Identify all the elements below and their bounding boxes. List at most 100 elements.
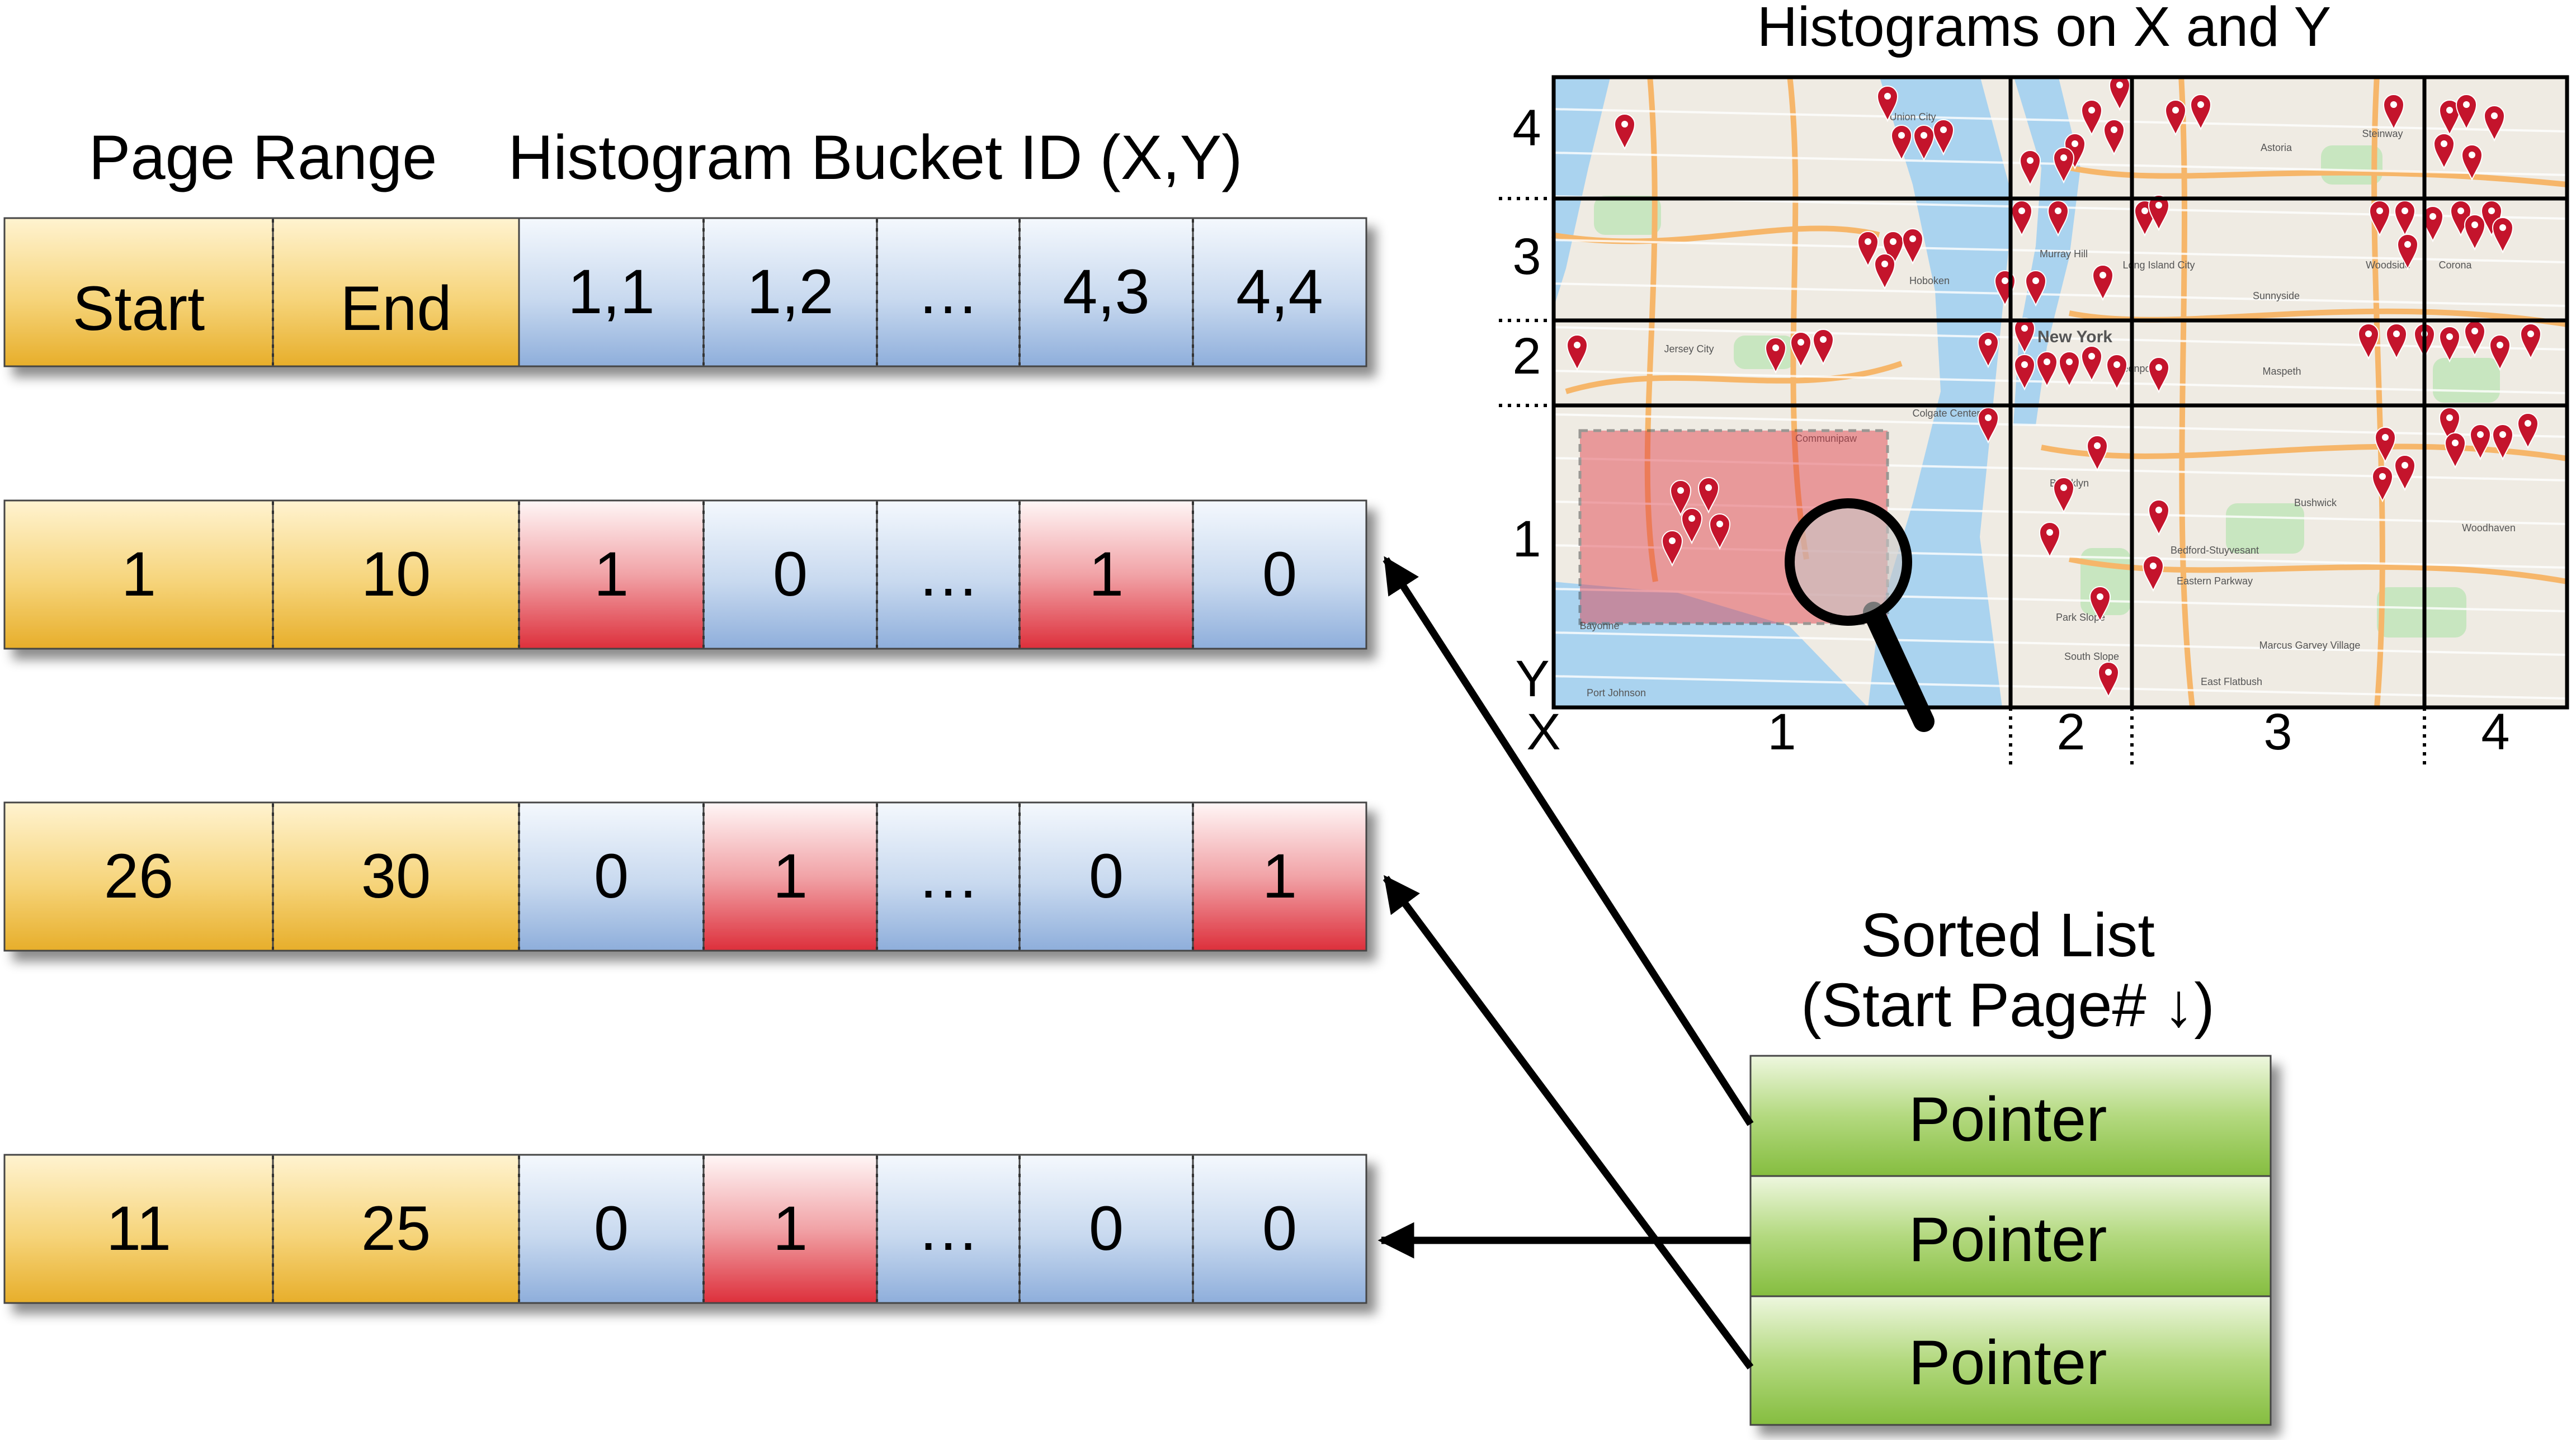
bucket-cell — [518, 1154, 705, 1304]
pointer-cell — [1749, 1295, 2272, 1426]
y-tick-label: 2 — [1512, 328, 1541, 385]
map-pin-icon — [2039, 522, 2061, 559]
map-street — [1551, 108, 2568, 133]
map-street — [1551, 631, 2568, 656]
end-cell — [272, 499, 520, 650]
bucket-value: 1 — [594, 539, 629, 609]
map-place-label: Hoboken — [1909, 275, 1950, 286]
end-page: 30 — [361, 841, 431, 911]
map-pin-icon — [2469, 424, 2492, 461]
map-pin-icon — [2086, 435, 2108, 472]
start-cell — [3, 801, 274, 952]
map-street — [1551, 588, 2568, 612]
end-cell — [272, 1154, 520, 1304]
bucket-label: 1,1 — [568, 257, 655, 327]
map-pin-icon — [2385, 323, 2408, 360]
map-park — [1734, 336, 1795, 369]
map-pin-icon — [2190, 94, 2212, 131]
bucket-value: … — [917, 1193, 980, 1263]
map-road — [2069, 165, 2568, 187]
map-pin-icon — [2036, 351, 2058, 388]
bucket-cell-hit — [1192, 801, 1367, 952]
bucket-value: 0 — [773, 539, 808, 609]
y-axis-label: Y — [1515, 650, 1549, 707]
map-pin-icon — [2520, 323, 2542, 360]
bucket-value: 0 — [1262, 539, 1297, 609]
map-pin-icon — [2489, 334, 2511, 371]
map-pin-icon — [2382, 94, 2405, 131]
map-place-label: Sunnyside — [2253, 290, 2300, 301]
bucket-cell — [1192, 499, 1367, 650]
map-pin-icon — [2011, 200, 2033, 237]
bucket-value: 0 — [594, 1193, 629, 1263]
end-cell — [272, 801, 520, 952]
start-label: Start — [73, 273, 205, 343]
map-pin-icon — [1812, 329, 1834, 366]
map-street — [1551, 239, 2568, 263]
map-park — [1594, 196, 1661, 235]
map-pin-icon — [2396, 234, 2419, 271]
map-pin-icon — [2108, 74, 2131, 111]
map-place-label: Woodside — [2366, 259, 2410, 271]
map-place-label: East Flatbush — [2201, 676, 2262, 687]
pointer-cell — [1749, 1055, 2272, 1177]
map-border — [1551, 75, 2569, 710]
map-road — [1787, 75, 1809, 560]
map-pin-icon — [2025, 270, 2047, 307]
map-pin-icon — [1681, 508, 1703, 545]
bucket-cell — [518, 217, 705, 367]
start-page: 11 — [106, 1193, 171, 1263]
map-place-label: South Slope — [2064, 651, 2119, 662]
bucket-cell — [1018, 801, 1194, 952]
map-pin-icon — [2013, 354, 2036, 391]
map-pin-icon — [2097, 662, 2120, 698]
pointer-arrow — [1383, 875, 1754, 1370]
map-place-label: Corona — [2438, 259, 2472, 271]
map-pin-icon — [2438, 100, 2461, 136]
map-pin-icon — [2357, 323, 2380, 360]
map-pin-icon — [2103, 119, 2125, 156]
map-place-label: Union City — [1889, 111, 1936, 122]
map-pin-icon — [2080, 100, 2103, 136]
bucket-value: 0 — [594, 841, 629, 911]
pointer-label: Pointer — [1909, 1084, 2107, 1154]
sorted-list-subtitle: (Start Page# ↓) — [1801, 971, 2215, 1040]
map-pin-icon — [2438, 326, 2461, 363]
pointer-label: Pointer — [1909, 1328, 2107, 1397]
map-pin-icon — [1977, 332, 1999, 369]
map-pin-icon — [2464, 320, 2486, 357]
bucket-cell — [518, 801, 705, 952]
bucket-cell — [702, 217, 878, 367]
end-cell — [272, 217, 520, 367]
map-road — [1644, 75, 1658, 582]
bucket-cell-hit — [518, 499, 705, 650]
map-place-label: Communipaw — [1795, 433, 1857, 444]
map-street — [1551, 544, 2568, 569]
map-pin-icon — [2438, 407, 2461, 444]
map-pin-icon — [2148, 195, 2170, 232]
bucket-value: 1 — [1262, 841, 1297, 911]
start-cell — [3, 499, 274, 650]
bucket-value: … — [917, 841, 980, 911]
map-pin-icon — [1890, 125, 1913, 162]
end-page: 10 — [361, 539, 431, 609]
map-pin-icon — [1613, 114, 1636, 150]
map-pin-icon — [1977, 407, 1999, 444]
y-tick-label: 4 — [1512, 100, 1541, 157]
map-pin-icon — [1566, 334, 1588, 371]
map-pin-icon — [2058, 351, 2080, 388]
map-street — [1551, 370, 2568, 394]
map-pin-icon — [2464, 214, 2486, 251]
map-pin-icon — [2148, 357, 2170, 394]
bucket-value: 0 — [1262, 1193, 1297, 1263]
pointer-label: Pointer — [1909, 1205, 2107, 1274]
bucket-label: 4,4 — [1236, 257, 1323, 327]
x-tick-label: 1 — [1767, 704, 1796, 761]
map-park — [2433, 358, 2500, 403]
map-pin-icon — [2394, 455, 2416, 492]
